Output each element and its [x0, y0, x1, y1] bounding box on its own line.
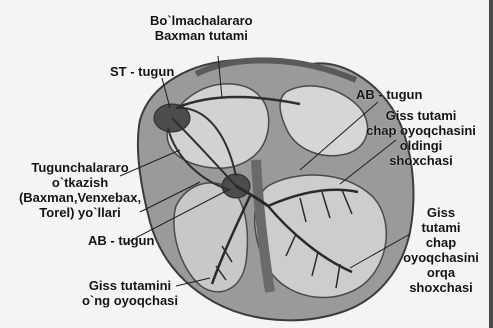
label-ab-node-bottom: AB - tugun: [88, 233, 154, 248]
label-right-bundle-branch: Giss tutamini o`ng oyoqchasi: [66, 278, 194, 308]
label-left-bundle-posterior-fascicle: Giss tutami chap oyoqchasini orqa shoxch…: [396, 205, 486, 295]
label-ab-node-top: AB - tugun: [356, 87, 422, 102]
label-left-bundle-anterior-fascicle: Giss tutami chap oyoqchasini oldingi sho…: [356, 108, 486, 168]
label-st-node: ST - tugun: [110, 64, 174, 79]
label-bachmann-bundle: Bo`lmachalararo Baxman tutami: [150, 13, 253, 43]
label-internodal-pathways: Tugunchalararo o`tkazish (Baxman,Venxeba…: [2, 160, 158, 220]
